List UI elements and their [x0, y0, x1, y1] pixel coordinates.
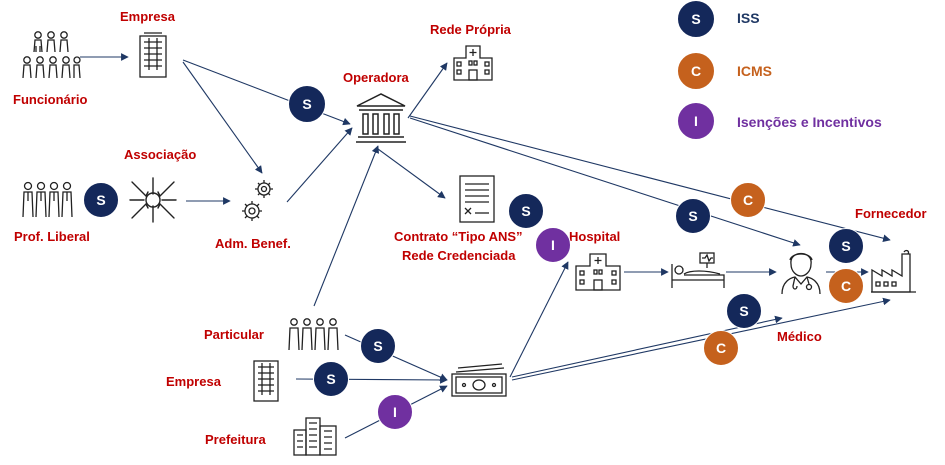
arrow-empresa-operadora [182, 59, 351, 126]
iss-badge: S [360, 328, 396, 364]
icms-badge: C [730, 182, 766, 218]
arrow-operadora-contrato [377, 148, 446, 199]
label-contrato-line1: Contrato “Tipo ANS” [394, 229, 523, 244]
hospital-bed-icon [671, 252, 725, 288]
label-medico: Médico [777, 329, 822, 344]
iss-badge: S [675, 198, 711, 234]
arrow-pagamento-hospital [509, 261, 569, 378]
bank-building-icon [356, 93, 406, 143]
iss-badge: S [83, 182, 119, 218]
office-building-icon [253, 360, 279, 402]
legend-icms-badge: C [677, 52, 715, 90]
iss-badge: S [726, 293, 762, 329]
label-prof-liberal: Prof. Liberal [14, 229, 90, 244]
people-group-icon [288, 318, 339, 351]
arrow-empresa-admbenef [182, 61, 263, 174]
office-building-icon [139, 32, 167, 78]
iss-badge: S [828, 228, 864, 264]
money-bill-icon [451, 363, 507, 397]
arrow-operadora-fornecedor [409, 115, 891, 242]
isencoes-badge: I [535, 227, 571, 263]
label-contrato-line2: Rede Credenciada [402, 248, 516, 263]
contract-document-icon [459, 175, 495, 223]
icms-badge: C [703, 330, 739, 366]
hospital-icon [575, 253, 621, 291]
arrow-operadora-medico [409, 117, 801, 247]
label-fornecedor: Fornecedor [855, 206, 927, 221]
label-associacao: Associação [124, 147, 197, 162]
factory-icon [871, 249, 916, 293]
label-empresa-top: Empresa [120, 9, 175, 24]
legend-isencoes-label: Isenções e Incentivos [737, 114, 882, 130]
label-operadora: Operadora [343, 70, 409, 85]
label-hospital: Hospital [569, 229, 621, 244]
people-group-icon [22, 31, 81, 79]
iss-badge: S [288, 85, 326, 123]
label-empresa-bottom: Empresa [166, 374, 221, 389]
arrow-operadora-redepropria [407, 62, 448, 119]
gears-icon [242, 180, 273, 221]
city-buildings-icon [293, 417, 337, 456]
icms-badge: C [828, 268, 864, 304]
label-particular: Particular [204, 327, 264, 342]
label-funcionario: Funcionário [13, 92, 88, 107]
doctor-icon [781, 252, 821, 295]
arrow-pagamento-fornecedor [511, 297, 891, 381]
legend-icms-label: ICMS [737, 63, 772, 79]
isencoes-badge: I [377, 394, 413, 430]
legend-iss-label: ISS [737, 10, 760, 26]
people-group-icon [22, 181, 73, 218]
hospital-icon [453, 45, 493, 81]
arrow-admbenef-operadora [286, 127, 353, 203]
iss-badge: S [508, 193, 544, 229]
label-adm-benef: Adm. Benef. [215, 236, 291, 251]
label-rede-propria: Rede Própria [430, 22, 511, 37]
iss-badge: S [313, 361, 349, 397]
legend-isencoes-badge: I [677, 102, 715, 140]
label-prefeitura: Prefeitura [205, 432, 266, 447]
legend-iss-badge: S [677, 0, 715, 38]
joined-hands-icon [129, 177, 177, 223]
arrow-particular-operadora [313, 145, 380, 307]
